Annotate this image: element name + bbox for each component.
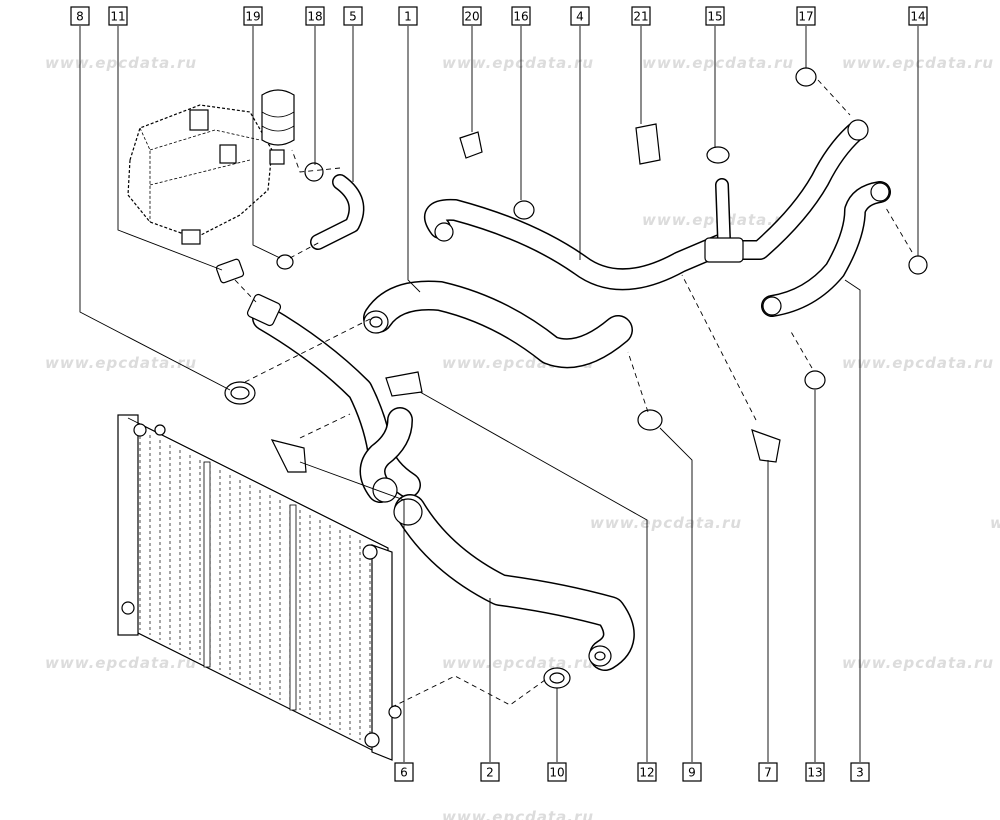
callout-number: 14 [910, 10, 925, 24]
callout-number: 4 [576, 10, 584, 24]
watermark-text: www.epcdata.ru [990, 514, 1000, 532]
callout-label-17: 17 [796, 6, 816, 26]
callout-number: 2 [486, 766, 494, 780]
callout-number: 10 [549, 766, 564, 780]
callout-label-19: 19 [243, 6, 263, 26]
callout-label-4: 4 [570, 6, 590, 26]
watermark-text: www.epcdata.ru [442, 808, 594, 820]
callout-number: 19 [245, 10, 260, 24]
callout-label-5: 5 [343, 6, 363, 26]
callout-label-13: 13 [805, 762, 825, 782]
watermark-text: www.epcdata.ru [45, 54, 197, 72]
callout-number: 16 [513, 10, 528, 24]
leader-lines [79, 26, 919, 762]
hose-3 [761, 181, 891, 317]
callout-number: 12 [639, 766, 654, 780]
callout-number: 9 [688, 766, 696, 780]
callout-number: 21 [633, 10, 648, 24]
callout-label-3: 3 [850, 762, 870, 782]
watermark-text: www.epcdata.ru [45, 354, 197, 372]
callout-label-2: 2 [480, 762, 500, 782]
hose-1 [363, 280, 633, 369]
clamps [215, 67, 928, 689]
callout-number: 11 [110, 10, 125, 24]
watermark-text: www.epcdata.ru [442, 654, 594, 672]
callout-label-7: 7 [758, 762, 778, 782]
callout-label-18: 18 [305, 6, 325, 26]
hose-2 [246, 293, 635, 671]
callout-label-11: 11 [108, 6, 128, 26]
callout-number: 7 [764, 766, 772, 780]
hose-4 [424, 198, 731, 291]
callout-label-10: 10 [547, 762, 567, 782]
callout-label-14: 14 [908, 6, 928, 26]
callout-label-20: 20 [462, 6, 482, 26]
callout-label-21: 21 [631, 6, 651, 26]
watermark-text: www.epcdata.ru [45, 654, 197, 672]
hose-t-connector [704, 119, 869, 263]
callout-number: 15 [707, 10, 722, 24]
assembly-dashed-lines [234, 79, 913, 709]
callout-number: 5 [349, 10, 357, 24]
radiator [117, 414, 402, 761]
watermark-text: www.epcdata.ru [842, 54, 994, 72]
watermark-text: www.epcdata.ru [590, 514, 742, 532]
callout-label-8: 8 [70, 6, 90, 26]
callout-number: 1 [404, 10, 412, 24]
callout-label-1: 1 [398, 6, 418, 26]
callout-label-16: 16 [511, 6, 531, 26]
callout-number: 17 [798, 10, 813, 24]
callout-number: 13 [807, 766, 822, 780]
callout-number: 18 [307, 10, 322, 24]
callout-labels: 8 11 19 18 5 1 20 16 4 21 15 17 14 6 2 10 12 9 7 13 3 [70, 6, 928, 782]
callout-label-6: 6 [394, 762, 414, 782]
callout-number: 20 [464, 10, 479, 24]
watermark-text: www.epcdata.ru [642, 54, 794, 72]
callout-number: 8 [76, 10, 84, 24]
callout-number: 6 [400, 766, 408, 780]
watermark-text: www.epcdata.ru [842, 354, 994, 372]
callout-number: 3 [856, 766, 864, 780]
callout-label-15: 15 [705, 6, 725, 26]
watermark-layer: www.epcdata.ru www.epcdata.ru www.epcdata.… [45, 54, 1000, 820]
watermark-text: www.epcdata.ru [842, 654, 994, 672]
expansion-tank [127, 89, 295, 245]
hose-5 [310, 174, 365, 250]
callout-label-9: 9 [682, 762, 702, 782]
callout-label-12: 12 [637, 762, 657, 782]
watermark-text: www.epcdata.ru [442, 54, 594, 72]
